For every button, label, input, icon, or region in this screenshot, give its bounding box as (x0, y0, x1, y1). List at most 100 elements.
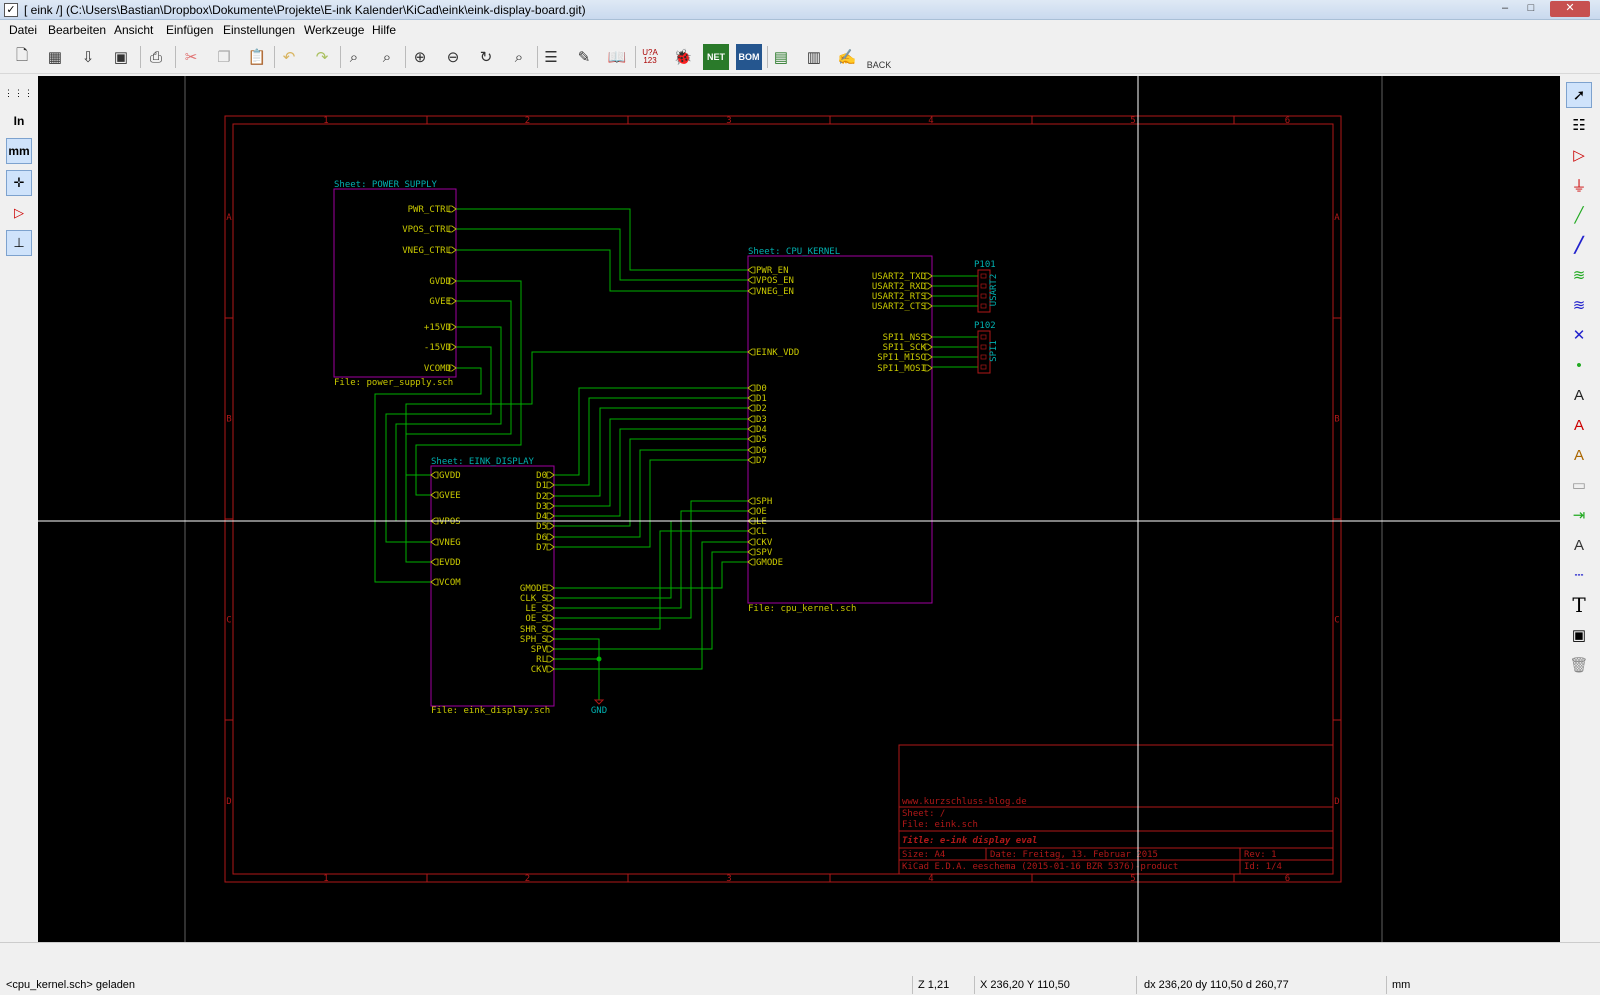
frame-row-label: B (226, 415, 231, 425)
sheet-pin-flag (546, 512, 555, 520)
redraw-icon[interactable]: ↻ (479, 49, 493, 66)
hidden-pins-icon[interactable]: ▷ (14, 205, 24, 220)
hier-sheet-icon[interactable]: ▭ (1571, 477, 1587, 494)
title-block-web: www.kurzschluss-blog.de (902, 797, 1027, 807)
place-bus-icon[interactable]: ╱ (1574, 237, 1584, 254)
connector-p102-pin (980, 334, 987, 340)
back-annotate-icon[interactable]: ✍ (837, 49, 857, 66)
menu-werkzeuge[interactable]: Werkzeuge (304, 23, 365, 37)
menu-hilfe[interactable]: Hilfe (372, 23, 397, 37)
cvpcb-icon[interactable]: ▤ (773, 49, 789, 66)
graphic-line-icon[interactable]: ┄ (1574, 567, 1584, 584)
hierarchy-icon[interactable]: ☰ (544, 49, 558, 66)
grid-toggle-icon[interactable]: ⋮⋮⋮ (4, 87, 34, 98)
bom-icon[interactable]: BOM (736, 44, 762, 70)
sheet-pin-flag (546, 665, 555, 673)
print-icon[interactable]: ⎙ (149, 48, 162, 66)
status-bar: <cpu_kernel.sch> geladen Z 1,21 X 236,20… (0, 942, 1600, 995)
back-button[interactable]: BACK (866, 60, 892, 70)
units-mm-button[interactable]: mm (6, 138, 32, 164)
place-component-icon[interactable]: ▷ (1573, 147, 1585, 164)
global-label-icon[interactable]: A (1573, 416, 1584, 434)
status-message: <cpu_kernel.sch> geladen (6, 979, 136, 991)
menu-ansicht[interactable]: Ansicht (114, 23, 154, 37)
delete-icon[interactable]: 🗑 (1569, 657, 1589, 674)
power-sheet-pin: VPOS_CTRL (402, 225, 451, 235)
eink-sheet-pin-right: D7 (536, 543, 547, 553)
text-icon[interactable]: T (1572, 593, 1586, 617)
undo-icon[interactable]: ↶ (282, 49, 296, 66)
frame-row-label: C (1334, 616, 1339, 626)
no-connect-icon[interactable]: ✕ (1572, 327, 1586, 344)
eink-sheet-pin-right: GMODE (520, 584, 547, 594)
copy-icon[interactable]: ❐ (217, 49, 231, 66)
power-sheet-pin: GVDD (429, 277, 451, 287)
bus-bus-entry-icon[interactable]: ≋ (1572, 297, 1586, 314)
wire (456, 228, 748, 281)
cpu-sheet-pin: PWR_EN (756, 266, 789, 276)
power-sheet-pin: +15VD (424, 323, 451, 333)
wire (554, 449, 748, 538)
junction-icon[interactable]: • (1576, 356, 1582, 374)
hier-label-icon[interactable]: A (1573, 446, 1584, 464)
menu-einstellungen[interactable]: Einstellungen (223, 23, 296, 37)
place-wire-icon[interactable]: ╱ (1574, 207, 1584, 224)
title-block-file: File: eink.sch (902, 820, 978, 830)
connector-p101-pin (980, 293, 987, 299)
sheet-pin-flag (448, 364, 457, 372)
sheet-pin-flag (747, 404, 756, 412)
new-schematic-icon[interactable]: 🗋 (15, 46, 29, 64)
new-project-icon[interactable]: ▦ (47, 49, 63, 66)
wire (554, 407, 748, 497)
cpu-sheet-pin: D5 (756, 435, 767, 445)
units-inch-button[interactable]: In (13, 114, 25, 128)
place-power-icon[interactable]: ⏚ (1571, 177, 1587, 195)
hierarchy-navigator-icon[interactable]: ☷ (1572, 117, 1586, 134)
wire (554, 387, 748, 476)
cpu-sheet-pin: D2 (756, 404, 767, 414)
import-sheet-pin-icon[interactable]: ⇥ (1572, 507, 1586, 524)
zoom-fit-icon[interactable]: ⌕ (514, 48, 524, 66)
netlist-icon[interactable]: NET (703, 44, 729, 70)
wire-bus-entry-icon[interactable]: ≋ (1572, 267, 1586, 284)
sheet-pin-flag (924, 282, 933, 290)
maximize-button[interactable]: □ (1527, 2, 1535, 14)
add-sheet-pin-icon[interactable]: A (1573, 536, 1584, 554)
find-icon[interactable]: ⌕ (349, 48, 359, 66)
zoom-in-icon[interactable]: ⊕ (413, 49, 427, 66)
redo-icon[interactable]: ↷ (315, 49, 329, 66)
menu-bearbeiten[interactable]: Bearbeiten (48, 23, 107, 37)
library-browser-icon[interactable]: 📖 (607, 49, 627, 66)
cut-icon[interactable]: ✂ (184, 49, 198, 66)
find-replace-icon[interactable]: ⌕ (382, 48, 392, 66)
library-editor-icon[interactable]: ✎ (577, 49, 591, 66)
minimize-button[interactable]: – (1501, 2, 1509, 14)
erc-icon[interactable]: 🐞 (673, 49, 693, 66)
eink-sheet-pin-right: D4 (536, 512, 547, 522)
menu-einfuegen[interactable]: Einfügen (166, 23, 214, 37)
open-icon[interactable]: ⇩ (81, 49, 95, 66)
bus-wire-angle-icon[interactable]: ⊥ (6, 230, 32, 256)
paste-icon[interactable]: 📋 (247, 49, 267, 66)
cursor-shape-icon[interactable]: ✛ (6, 170, 32, 196)
select-arrow-icon[interactable]: ➚ (1566, 82, 1592, 108)
cpu-sheet-pin: SPV (756, 548, 773, 558)
sheet-pin-flag (747, 348, 756, 356)
save-icon[interactable]: ▣ (113, 49, 129, 66)
wire (554, 459, 748, 548)
power-sheet-pin: VNEG_CTRL (402, 246, 451, 256)
frame-inner (232, 123, 1334, 875)
cpu-sheet-pin: VPOS_EN (756, 276, 794, 286)
add-image-icon[interactable]: ▣ (1571, 627, 1587, 644)
zoom-out-icon[interactable]: ⊖ (446, 49, 460, 66)
net-label-icon[interactable]: A (1573, 386, 1584, 404)
sheet-pin-flag (747, 527, 756, 535)
frame-row-label: A (226, 213, 232, 223)
menu-datei[interactable]: Datei (9, 23, 38, 37)
close-button[interactable]: ✕ (1550, 1, 1590, 17)
wire (554, 520, 748, 599)
sheet-pin-flag (747, 507, 756, 515)
annotate-icon[interactable]: U?A 123 (642, 48, 658, 65)
pcbnew-icon[interactable]: ▥ (806, 49, 822, 66)
